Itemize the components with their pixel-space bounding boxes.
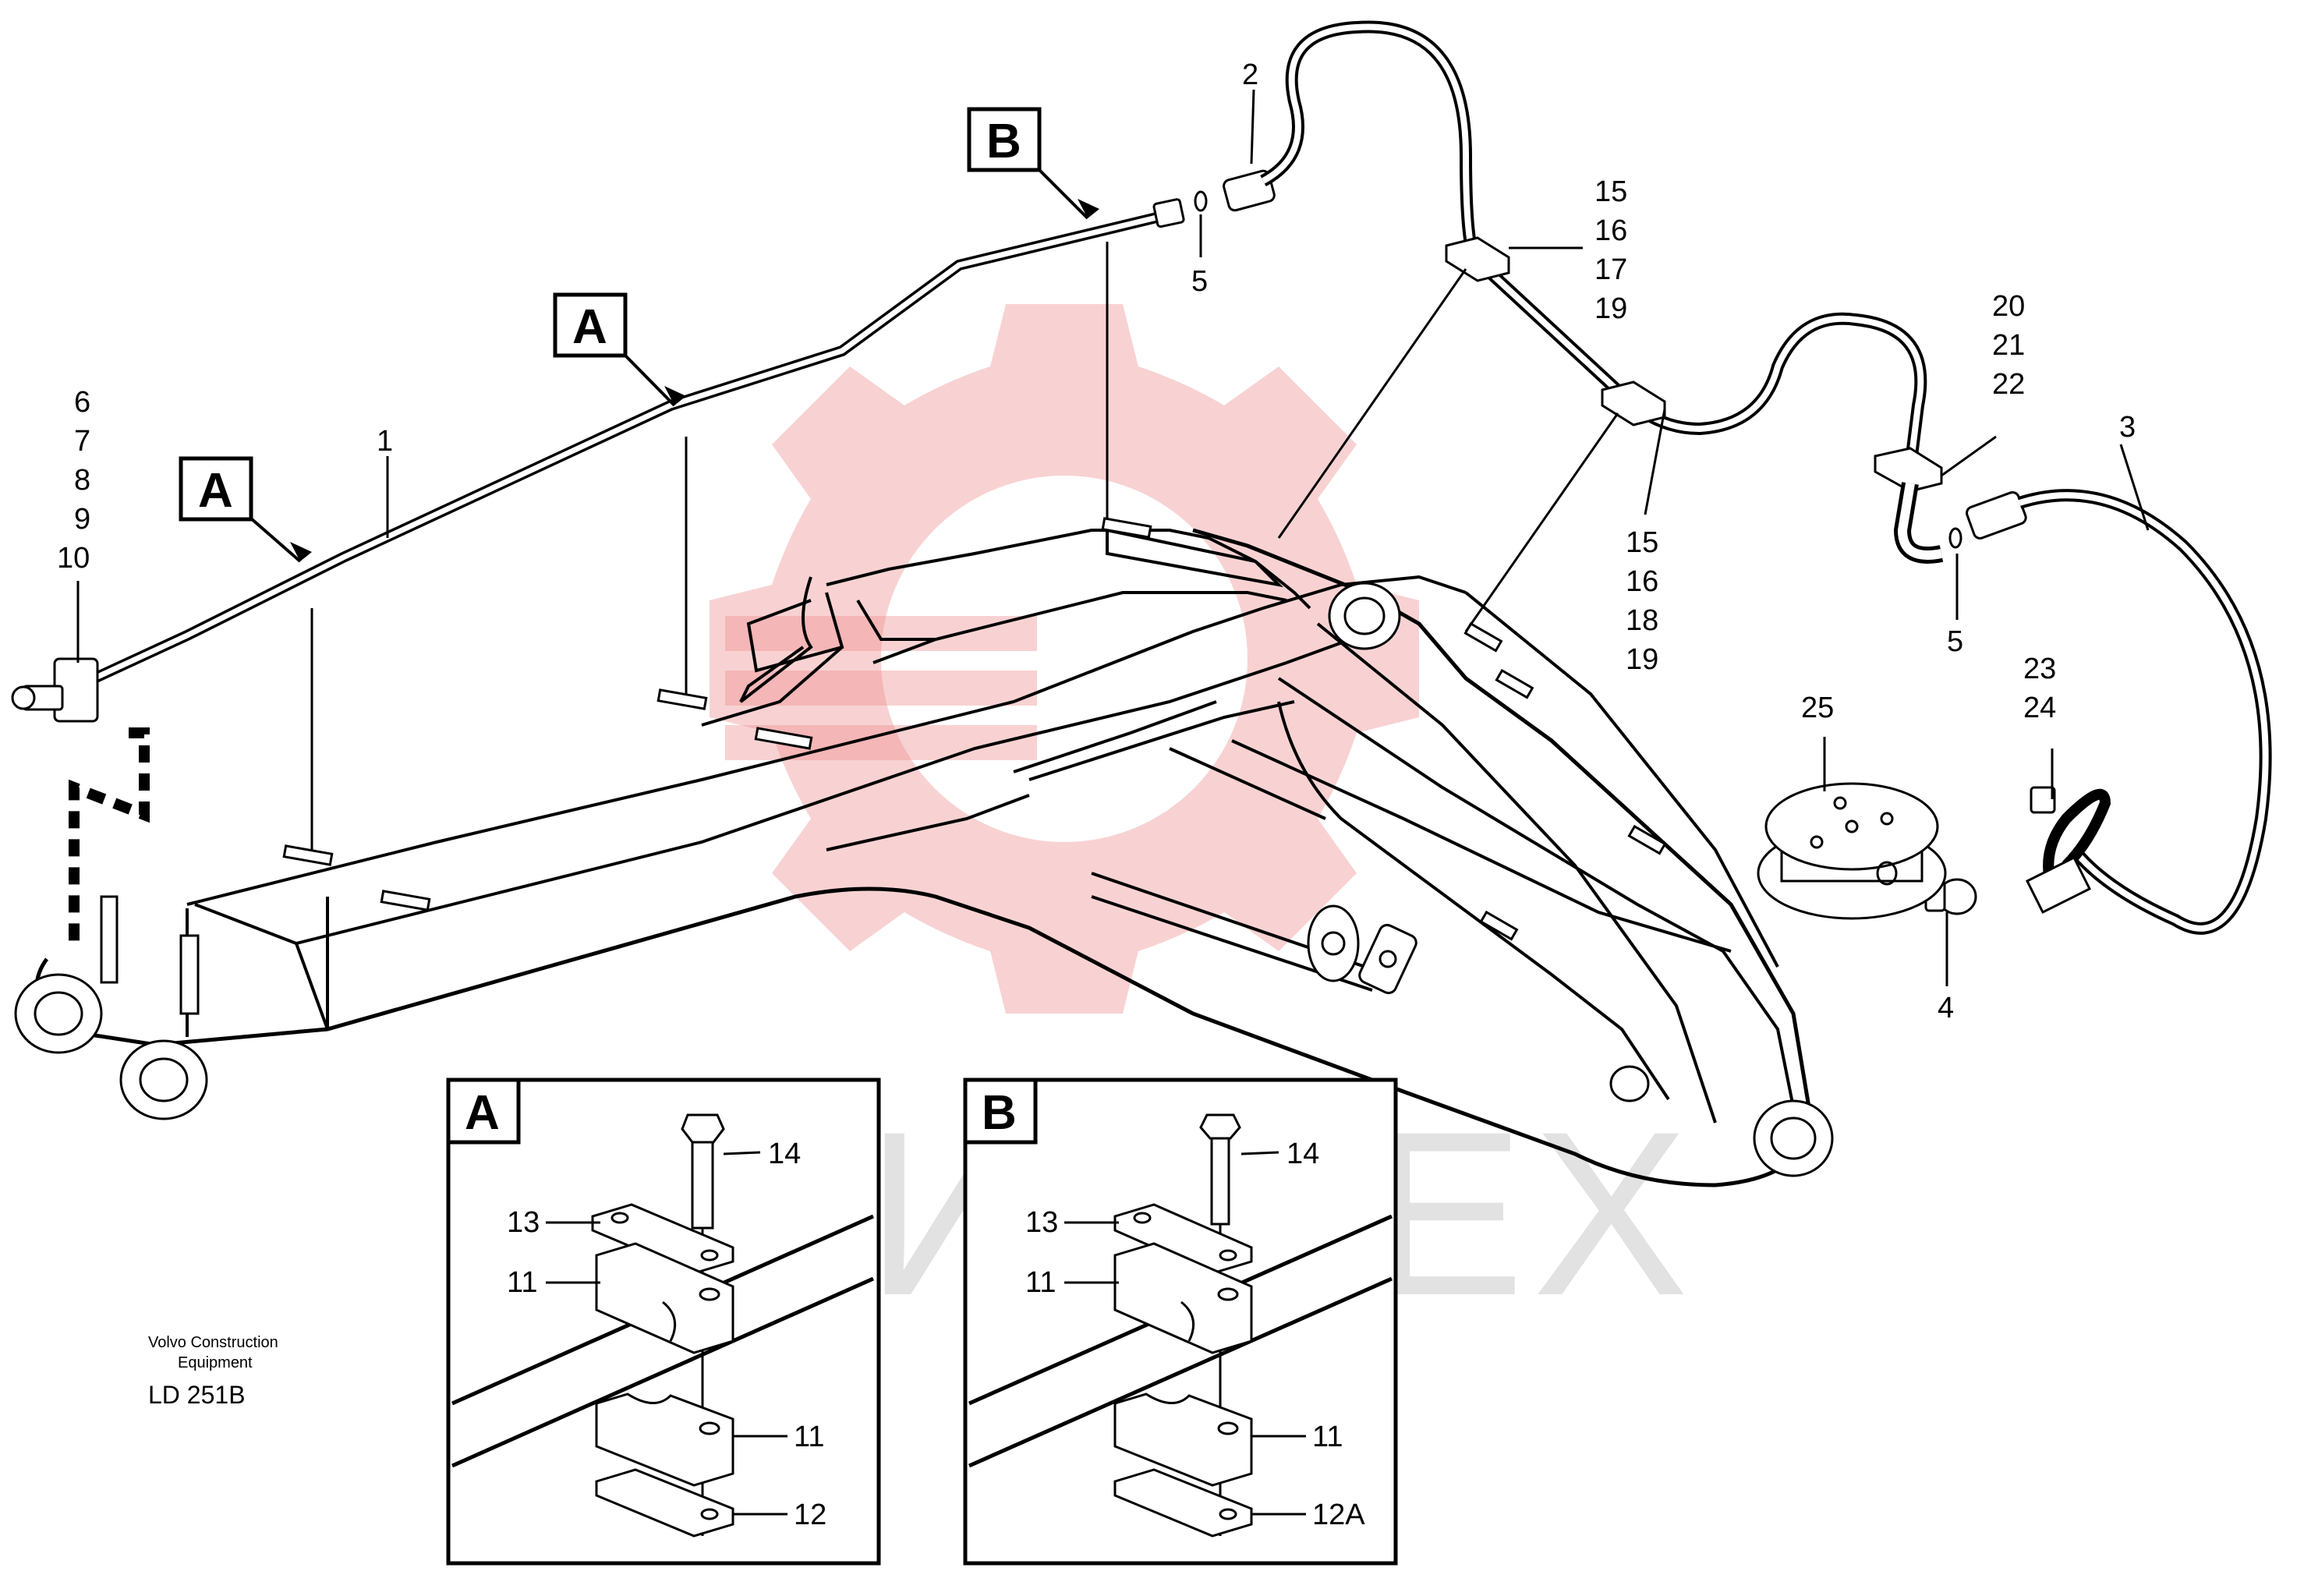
hydraulic-line	[11, 20, 2272, 935]
detail-view-a: A 14 13 11 11 12	[446, 1078, 881, 1566]
callout-22: 22	[1992, 368, 2025, 401]
detail-a-label-13: 13	[507, 1206, 540, 1239]
callout-20: 20	[1992, 290, 2025, 323]
detail-a-label-14: 14	[768, 1138, 801, 1170]
detail-b-label-14: 14	[1286, 1138, 1319, 1170]
callouts: 1 2 5 15 16 17 19 20 21 22 3 15 16 18 19…	[57, 58, 2136, 1024]
view-marker-a2-label: A	[572, 300, 607, 354]
view-marker-b1-label: B	[986, 115, 1021, 168]
callout-18: 18	[1626, 604, 1658, 637]
callout-25: 25	[1801, 692, 1834, 724]
callout-16-lower: 16	[1626, 565, 1658, 598]
view-marker-a2: A	[553, 292, 686, 407]
callout-19-lower: 19	[1626, 643, 1658, 676]
callout-5-lower: 5	[1947, 625, 1963, 658]
view-marker-a1: A	[179, 456, 312, 563]
callout-8: 8	[74, 464, 90, 497]
detail-view-b: B 14 13 11 11 12A	[963, 1078, 1398, 1566]
footer: Volvo Construction Equipment LD 251B	[148, 1334, 278, 1409]
detail-b-label-11-bottom: 11	[1312, 1421, 1343, 1453]
detail-b-label-11-top: 11	[1025, 1266, 1056, 1299]
detail-a-label-11-top: 11	[507, 1266, 537, 1299]
drawing-code: LD 251B	[148, 1381, 246, 1409]
callout-3: 3	[2119, 411, 2136, 444]
callout-19-upper: 19	[1594, 292, 1627, 325]
callout-17: 17	[1594, 253, 1627, 286]
callout-7: 7	[74, 425, 90, 458]
callout-5-upper: 5	[1191, 265, 1208, 298]
callout-21: 21	[1992, 329, 2025, 362]
callout-16-upper: 16	[1594, 214, 1627, 247]
callout-23: 23	[2023, 653, 2056, 685]
callout-15-upper: 15	[1594, 175, 1627, 208]
detail-b-letter: B	[982, 1086, 1017, 1140]
callout-4: 4	[1938, 992, 1954, 1024]
detail-b-label-13: 13	[1025, 1206, 1058, 1239]
maker-name-line1: Volvo Construction	[148, 1334, 278, 1351]
callout-9: 9	[74, 503, 90, 536]
callout-15-lower: 15	[1626, 526, 1658, 559]
view-marker-b1: B	[967, 107, 1099, 220]
callout-24: 24	[2023, 692, 2056, 724]
detail-b-label-12a: 12A	[1312, 1499, 1365, 1531]
detail-a-label-12: 12	[794, 1499, 826, 1531]
callout-2: 2	[1242, 58, 1258, 91]
callout-10: 10	[57, 542, 90, 575]
boom-assembly	[14, 517, 1834, 1187]
gear-logo-icon	[710, 304, 1419, 1014]
callout-6: 6	[74, 386, 90, 419]
maker-name-line2: Equipment	[178, 1354, 253, 1371]
component-25	[1757, 782, 1947, 920]
detail-a-label-11-bottom: 11	[794, 1421, 824, 1453]
view-marker-a1-label: A	[198, 464, 233, 518]
callout-1: 1	[377, 425, 393, 458]
detail-a-letter: A	[465, 1086, 500, 1140]
leader-lines	[76, 89, 2150, 986]
